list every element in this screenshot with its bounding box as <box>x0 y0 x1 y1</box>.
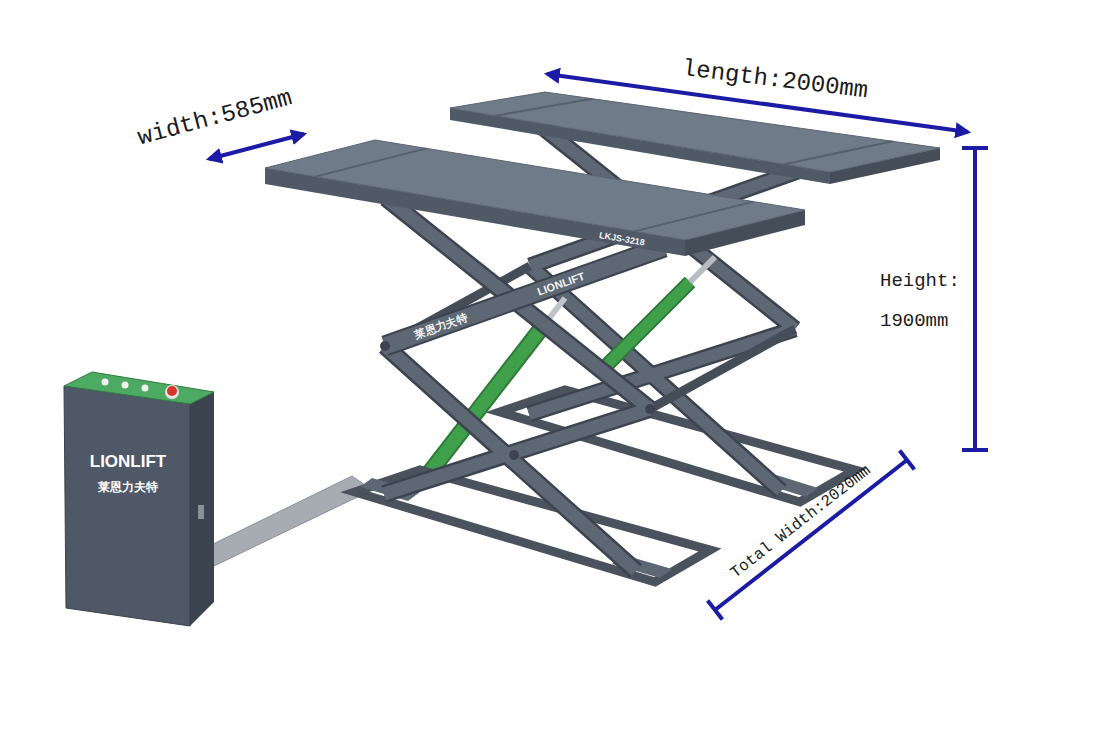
floor-cover-plate <box>205 476 372 566</box>
pivot <box>380 341 390 351</box>
brand-label: LIONLIFT <box>536 270 587 298</box>
brand-label: LIONLIFT <box>90 452 166 472</box>
control-box-front <box>64 386 190 626</box>
dimension-line <box>708 451 915 620</box>
dimension-line <box>209 134 304 159</box>
rear-cylinder <box>600 282 690 372</box>
button <box>142 385 149 392</box>
front-scissor-arm-outline <box>385 247 664 346</box>
control-box-side <box>190 392 214 626</box>
dimension-label: Total Width:2020mm <box>727 462 875 583</box>
model-label: LKJS-3218 <box>598 230 645 248</box>
lock <box>198 505 204 519</box>
front-platform-ramp-line <box>315 148 753 231</box>
dimension-label: Height: <box>880 271 960 293</box>
brand-label: 莱恩力夫特 <box>413 311 469 341</box>
front-platform-top <box>265 140 805 240</box>
dimension-label: length:2000mm <box>680 55 869 105</box>
rear-platform-top <box>450 92 940 172</box>
dimension-label: 1900mm <box>880 311 948 333</box>
pivot <box>645 404 655 414</box>
button <box>102 379 109 386</box>
rear-cylinder-outline <box>600 282 690 372</box>
stop-button-ring <box>165 385 179 399</box>
rear-platform-ramp-line <box>496 99 893 165</box>
button <box>122 382 129 389</box>
rear-cylinder-rod <box>690 257 715 282</box>
pivot <box>509 450 519 460</box>
dimension-label: width:585mm <box>135 84 295 152</box>
cross-tube <box>385 266 795 409</box>
control-panel <box>64 372 214 404</box>
brand-label: 莱恩力夫特 <box>98 481 158 495</box>
dimension-line <box>962 148 988 450</box>
stop-button <box>167 386 177 396</box>
front-scissor-arm <box>384 198 650 571</box>
front-scissor-arm <box>385 247 664 346</box>
front-scissor-arm-outline <box>384 198 650 571</box>
